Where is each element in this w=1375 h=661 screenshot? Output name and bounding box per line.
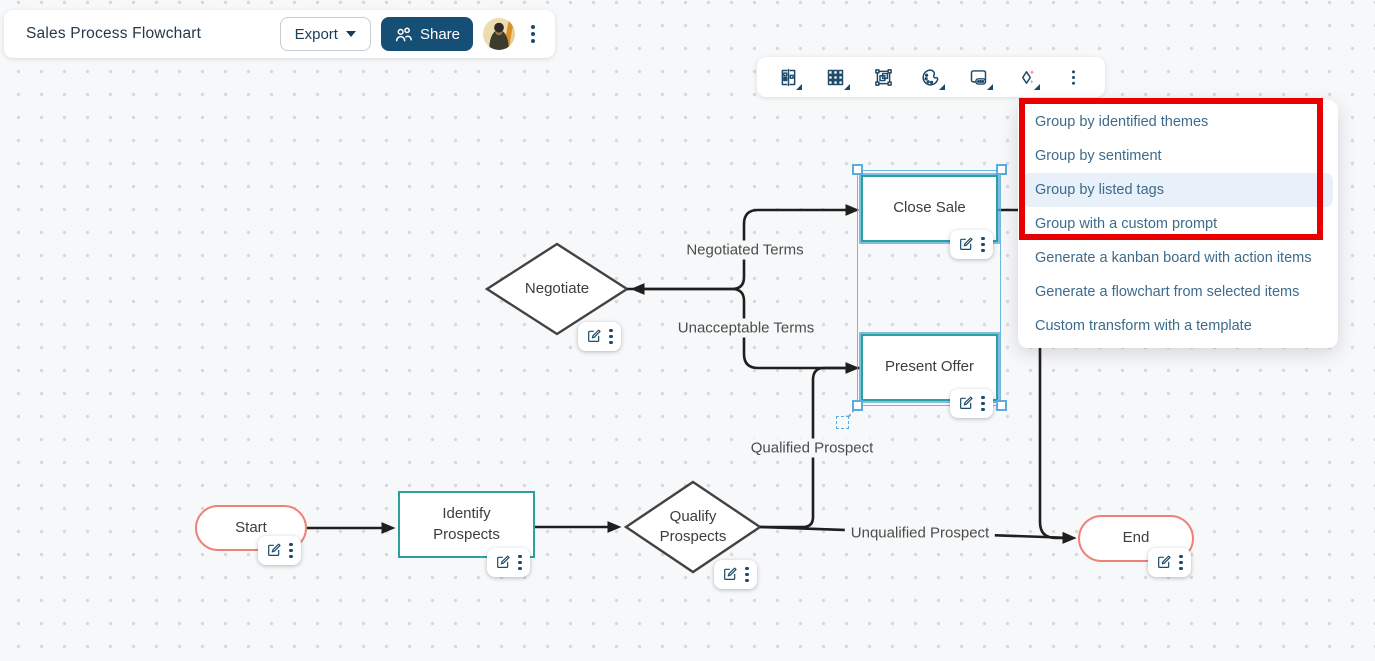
canvas-toolbar [757,57,1105,97]
page-title: Sales Process Flowchart [26,25,202,42]
ai-sparkle-icon[interactable] [1011,62,1041,92]
selection-bounding-box[interactable] [857,170,1001,406]
node-actions-negotiate[interactable] [578,322,621,351]
ai-transform-menu: Group by identified themes Group by sent… [1018,100,1338,348]
menu-item-group-sentiment[interactable]: Group by sentiment [1035,148,1162,164]
edge-label-qualified-prospect: Qualified Prospect [744,438,880,458]
edge-label-unacceptable-terms: Unacceptable Terms [671,318,821,338]
menu-item-group-custom-prompt[interactable]: Group with a custom prompt [1035,216,1218,232]
node-menu-icon[interactable] [1179,552,1183,573]
board-header: Sales Process Flowchart Export Share [4,10,555,58]
selection-handle-bottom-right[interactable] [996,400,1007,411]
node-menu-icon[interactable] [981,393,985,414]
node-actions-qualify[interactable] [714,560,757,589]
edge-label-negotiated-terms: Negotiated Terms [680,240,810,260]
selection-handle-bottom-left[interactable] [852,400,863,411]
more-options-icon[interactable] [1059,62,1089,92]
diamond-shapes [484,242,763,574]
edge-label-unqualified-prospect: Unqualified Prospect [844,523,996,543]
menu-item-group-listed-tags[interactable]: Group by listed tags [1023,173,1333,207]
split-merge-icon[interactable] [773,62,803,92]
node-end-label: End [1122,529,1150,547]
node-present-offer-label: Present Offer [885,358,974,376]
node-menu-icon[interactable] [745,564,749,585]
dropdown-indicator [1034,84,1041,90]
people-icon [395,27,412,41]
selection-handle-top-left[interactable] [852,164,863,175]
edit-icon[interactable] [958,395,974,411]
node-menu-icon[interactable] [609,326,613,347]
menu-item-generate-kanban[interactable]: Generate a kanban board with action item… [1035,250,1312,266]
share-button[interactable]: Share [380,17,473,51]
edit-icon[interactable] [586,328,602,344]
board-more-options-icon[interactable] [525,21,541,47]
node-menu-icon[interactable] [518,552,522,573]
node-close-sale-label: Close Sale [893,199,966,217]
export-button-label: Export [294,25,338,43]
node-identify-label: Identify Prospects [433,505,500,543]
menu-item-generate-flowchart[interactable]: Generate a flowchart from selected items [1035,284,1300,300]
menu-item-group-themes[interactable]: Group by identified themes [1035,114,1209,130]
export-button[interactable]: Export [279,17,371,51]
selection-handle-top-right[interactable] [996,164,1007,175]
node-negotiate-label: Negotiate [524,279,590,297]
selection-ai-handle[interactable] [836,416,849,429]
edit-icon[interactable] [722,566,738,582]
node-actions-end[interactable] [1148,548,1191,577]
node-actions-identify[interactable] [487,548,530,577]
edit-icon[interactable] [1156,554,1172,570]
dropdown-indicator [938,84,945,90]
node-actions-start[interactable] [258,536,301,565]
dropdown-indicator [843,84,850,90]
edit-icon[interactable] [266,542,282,558]
node-present-offer[interactable]: Present Offer [861,334,998,401]
user-avatar[interactable] [483,18,515,50]
node-qualify-label: Qualify Prospects [659,507,727,545]
theme-palette-icon[interactable] [916,62,946,92]
chevron-down-icon [345,31,356,37]
node-qualify-prospects[interactable]: Qualify Prospects [647,507,739,548]
node-actions-present-offer[interactable] [950,389,993,418]
node-menu-icon[interactable] [289,540,293,561]
share-button-label: Share [419,25,460,43]
menu-item-custom-transform[interactable]: Custom transform with a template [1035,318,1252,334]
dropdown-indicator [796,84,802,90]
node-start-label: Start [235,518,267,536]
node-negotiate[interactable]: Negotiate [525,279,589,299]
node-identify-prospects[interactable]: Identify Prospects [398,491,535,558]
frame-select-icon[interactable] [868,62,898,92]
edit-icon[interactable] [495,554,511,570]
node-menu-icon[interactable] [981,234,985,255]
presenter-view-icon[interactable] [964,62,994,92]
node-actions-close-sale[interactable] [950,230,993,259]
dropdown-indicator [986,84,993,90]
grid-layout-icon[interactable] [821,62,851,92]
edit-icon[interactable] [958,236,974,252]
